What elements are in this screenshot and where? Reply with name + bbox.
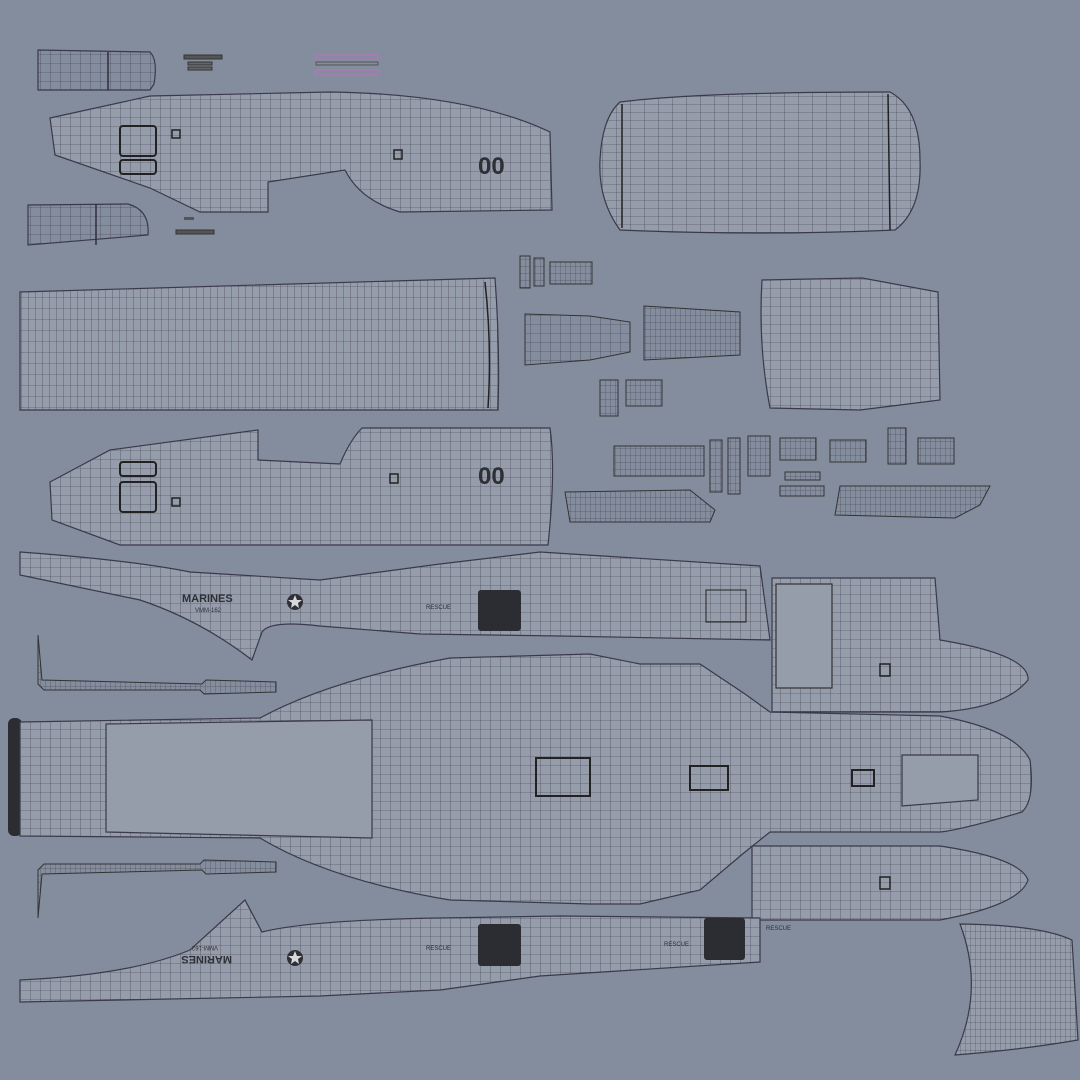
uv-strip-small [183,54,379,76]
uv-islands-left-strakes [37,634,277,919]
uv-island-fuselage-side-lower: 00 [49,427,554,546]
uv-island-small-left-2 [27,203,215,246]
side-number-lower: 00 [478,463,505,490]
hatch-dark-lower-2 [704,918,745,960]
rescue-label-2: RESCUE [426,946,451,952]
uv-island-long-panel [19,277,500,411]
rescue-label-1: RESCUE [426,605,451,611]
rescue-label-3: RESCUE [664,942,689,948]
uv-island-fuselage-side-upper: 00 [49,91,553,213]
us-star-roundel-icon [287,950,303,966]
uv-island-fuselage-underside [8,653,1032,905]
uv-island-tail-boom-upper: MARINES VMM-162 RESCUE [19,551,771,661]
marines-text-upper: MARINES [182,593,233,605]
uv-island-tail-fin [954,923,1079,1056]
uv-island-small-top-left [37,49,156,91]
uv-island-nose-lower [751,845,1029,921]
uv-island-nose-upper [771,577,1029,713]
unit-text-lower: VMM-162 [191,944,218,950]
rescue-label-4: RESCUE [766,926,791,932]
uv-island-canopy [599,91,921,234]
uv-islands-mechanical-parts [519,255,991,523]
side-number-upper: 00 [478,153,505,180]
hatch-dark-upper [478,590,521,631]
unit-text-upper: VMM-162 [195,608,222,614]
marines-text-lower: MARINES [181,953,232,965]
us-star-roundel-icon [287,594,303,610]
uv-island-tail-boom-lower: MARINES VMM-162 RESCUE RESCUE RESCUE [19,899,791,1003]
hatch-dark-lower-1 [478,924,521,966]
